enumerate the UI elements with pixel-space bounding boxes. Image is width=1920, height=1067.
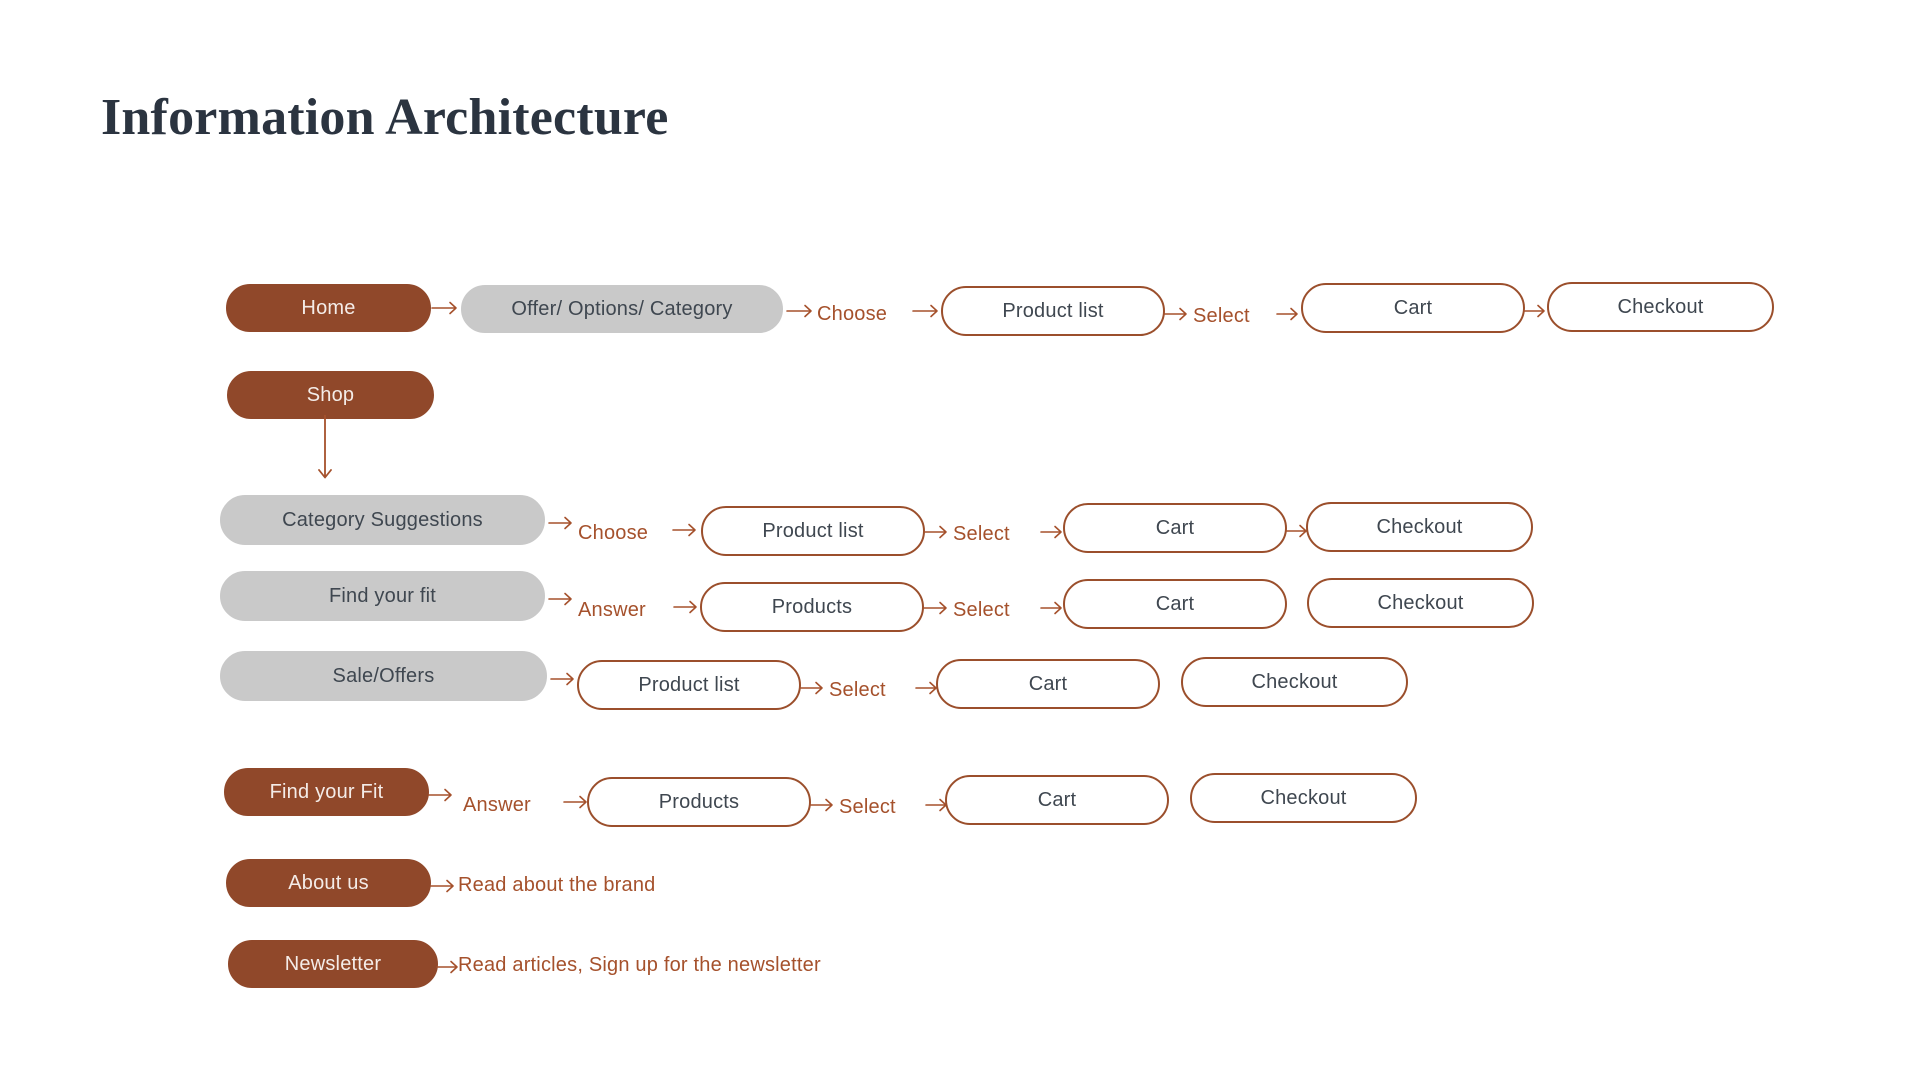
arrow-right-icon — [430, 875, 458, 897]
connector-text: Read articles, Sign up for the newslette… — [458, 954, 821, 976]
arrow-right-icon — [550, 668, 578, 690]
arrow-right-icon — [672, 519, 700, 541]
connector-text: Select — [1193, 305, 1250, 327]
arrow-right-icon — [563, 791, 591, 813]
connector-label-choose: Choose — [817, 304, 887, 324]
connector-label-newsletter-description: Read articles, Sign up for the newslette… — [458, 955, 821, 975]
node-label: Category Suggestions — [282, 509, 483, 531]
node-label: Offer/ Options/ Category — [511, 298, 733, 320]
arrow-right-icon — [923, 597, 951, 619]
node-cart[interactable]: Cart — [945, 775, 1169, 825]
arrow-right-icon — [548, 512, 576, 534]
node-products[interactable]: Products — [587, 777, 811, 827]
node-label: Newsletter — [284, 953, 382, 975]
connector-text: Read about the brand — [458, 874, 656, 896]
node-label: Products — [771, 596, 853, 618]
node-checkout[interactable]: Checkout — [1307, 578, 1534, 628]
arrow-right-icon — [436, 956, 462, 978]
arrow-right-icon — [799, 677, 827, 699]
node-shop[interactable]: Shop — [227, 371, 434, 419]
arrow-right-icon — [673, 596, 701, 618]
node-cart[interactable]: Cart — [1063, 579, 1287, 629]
node-about-us[interactable]: About us — [226, 859, 431, 907]
arrow-right-icon — [1276, 303, 1302, 325]
arrow-right-icon — [1040, 597, 1066, 619]
node-label: Cart — [1037, 789, 1077, 811]
node-label: About us — [288, 872, 369, 894]
arrow-right-icon — [428, 784, 456, 806]
arrow-right-icon — [431, 297, 461, 319]
connector-label-select: Select — [839, 797, 896, 817]
node-label: Home — [301, 297, 356, 319]
node-cart[interactable]: Cart — [1301, 283, 1525, 333]
arrow-right-icon — [786, 300, 816, 322]
node-label: Cart — [1155, 593, 1195, 615]
connector-label-select: Select — [829, 680, 886, 700]
node-checkout[interactable]: Checkout — [1547, 282, 1774, 332]
arrow-right-icon — [1523, 300, 1549, 322]
node-label: Checkout — [1251, 671, 1338, 693]
node-label: Checkout — [1376, 516, 1463, 538]
node-newsletter[interactable]: Newsletter — [228, 940, 438, 988]
page-title: Information Architecture — [101, 89, 669, 146]
node-home[interactable]: Home — [226, 284, 431, 332]
node-label: Checkout — [1377, 592, 1464, 614]
node-label: Checkout — [1617, 296, 1704, 318]
connector-label-select: Select — [953, 524, 1010, 544]
node-label: Shop — [306, 384, 355, 406]
node-label: Cart — [1028, 673, 1068, 695]
connector-text: Select — [953, 523, 1010, 545]
node-label: Find your fit — [328, 585, 437, 607]
node-category-suggestions[interactable]: Category Suggestions — [220, 495, 545, 545]
node-cart[interactable]: Cart — [1063, 503, 1287, 553]
node-product-list[interactable]: Product list — [577, 660, 801, 710]
node-label: Find your Fit — [269, 781, 384, 803]
connector-label-choose: Choose — [578, 523, 648, 543]
node-find-your-fit-main[interactable]: Find your Fit — [224, 768, 429, 816]
arrow-right-icon — [548, 588, 576, 610]
connector-text: Select — [829, 679, 886, 701]
node-cart[interactable]: Cart — [936, 659, 1160, 709]
node-label: Cart — [1393, 297, 1433, 319]
arrow-right-icon — [923, 521, 951, 543]
connector-label-read-about-the-brand: Read about the brand — [458, 875, 656, 895]
node-product-list[interactable]: Product list — [701, 506, 925, 556]
node-checkout[interactable]: Checkout — [1181, 657, 1408, 707]
node-product-list[interactable]: Product list — [941, 286, 1165, 336]
node-label: Products — [658, 791, 740, 813]
node-label: Cart — [1155, 517, 1195, 539]
arrow-right-icon — [1163, 303, 1191, 325]
connector-label-select: Select — [1193, 306, 1250, 326]
arrow-right-icon — [809, 794, 837, 816]
node-checkout[interactable]: Checkout — [1306, 502, 1533, 552]
node-label: Product list — [1002, 300, 1104, 322]
connector-text: Answer — [463, 794, 531, 816]
node-products[interactable]: Products — [700, 582, 924, 632]
arrow-down-icon — [312, 414, 338, 485]
connector-text: Choose — [578, 522, 649, 544]
connector-label-select: Select — [953, 600, 1010, 620]
connector-label-answer: Answer — [578, 600, 646, 620]
node-label: Sale/Offers — [332, 665, 435, 687]
node-checkout[interactable]: Checkout — [1190, 773, 1417, 823]
node-label: Product list — [762, 520, 864, 542]
connector-text: Select — [953, 599, 1010, 621]
node-label: Checkout — [1260, 787, 1347, 809]
connector-label-answer: Answer — [463, 795, 531, 815]
connector-text: Answer — [578, 599, 646, 621]
node-offer-options-category[interactable]: Offer/ Options/ Category — [461, 285, 783, 333]
node-label: Product list — [638, 674, 740, 696]
node-find-your-fit[interactable]: Find your fit — [220, 571, 545, 621]
arrow-right-icon — [912, 300, 942, 322]
connector-text: Choose — [817, 303, 888, 325]
node-sale-offers[interactable]: Sale/Offers — [220, 651, 547, 701]
arrow-right-icon — [1040, 521, 1066, 543]
connector-text: Select — [839, 796, 896, 818]
